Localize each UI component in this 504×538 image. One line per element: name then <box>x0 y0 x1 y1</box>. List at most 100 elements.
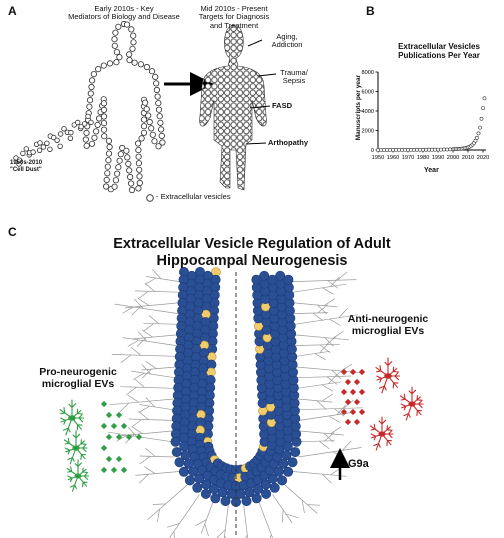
ev-particle <box>100 466 108 474</box>
microglia-cell <box>63 430 88 465</box>
vesicle <box>82 136 89 143</box>
vesicle <box>83 142 90 149</box>
dendrite <box>111 346 176 363</box>
vesicle <box>126 51 133 58</box>
vesicle <box>111 42 118 49</box>
granule-cell <box>200 488 211 499</box>
microglia-process <box>71 417 83 431</box>
ev-particle <box>344 398 352 406</box>
cell-dust-vesicle <box>81 121 88 127</box>
vesicle <box>153 80 160 87</box>
dendrite <box>138 397 174 413</box>
microglia-process <box>77 472 90 480</box>
cell-dust-vesicle <box>85 113 91 120</box>
vesicle <box>135 185 142 192</box>
microglia-process <box>59 407 73 419</box>
dendrite <box>272 494 299 523</box>
dendrite <box>295 336 340 353</box>
vesicle <box>158 132 165 139</box>
ev-particle <box>349 388 357 396</box>
microglia-process <box>387 372 401 381</box>
panel-c-title-line2: Hippocampal Neurogenesis <box>156 253 348 270</box>
ev-particle <box>344 418 352 426</box>
right-figure-title-line2: Targets for Diagnosis <box>198 12 270 22</box>
microglia-process <box>60 417 73 425</box>
granule-cell <box>269 482 280 493</box>
vesicle <box>112 177 120 184</box>
pro-neurogenic-ev-cluster <box>100 400 143 474</box>
ev-particle <box>100 422 108 430</box>
microglia-cell <box>399 386 424 421</box>
dendrite <box>132 329 177 347</box>
vesicle <box>83 129 90 136</box>
right-figure-title: Mid 2010s - Present Targets for Diagnosi… <box>186 4 282 30</box>
vesicle <box>87 90 94 97</box>
vesicle <box>136 179 143 187</box>
microglia-cell <box>369 416 394 451</box>
label-trauma-line2: Sepsis <box>282 76 306 86</box>
microglia-process <box>71 408 84 419</box>
microglia-process <box>75 447 86 460</box>
anti-neurogenic-label: Anti-neurogenic microglial EVs <box>336 313 440 337</box>
microglia-process <box>66 466 79 477</box>
ev-particle <box>353 378 361 386</box>
vesicle <box>105 137 113 144</box>
panel-c-title: Extracellular Vesicle Regulation of Adul… <box>62 236 442 271</box>
vesicle <box>135 153 142 160</box>
vesicle <box>117 151 124 158</box>
chart-xlabel: Year <box>424 167 439 174</box>
vesicle <box>138 135 145 142</box>
vesicle <box>101 133 108 140</box>
vesicle <box>131 59 138 66</box>
vesicle <box>153 86 160 94</box>
microglia-process <box>381 430 394 439</box>
vesicle <box>151 138 158 145</box>
microglia-process <box>63 437 77 449</box>
dendrite <box>296 343 330 361</box>
vesicle <box>103 176 110 183</box>
vesicle <box>123 21 131 28</box>
microglia-process <box>75 444 88 453</box>
y-tick-label: 2000 <box>362 129 374 135</box>
y-tick-label: 0 <box>371 148 374 154</box>
cell-dust-vesicle <box>44 140 50 146</box>
vesicle <box>86 103 93 110</box>
dentate-gyrus-cell-layer <box>170 266 302 507</box>
vesicle <box>90 71 98 78</box>
vesicle <box>104 170 111 177</box>
microglia-process <box>68 399 77 419</box>
microglia-process <box>411 400 424 409</box>
granule-cell <box>259 270 270 281</box>
vesicle <box>105 157 112 164</box>
pro-neurogenic-microglia <box>59 399 90 492</box>
pro-neurogenic-label-line2: microglial EVs <box>41 377 115 390</box>
microglia-process <box>69 475 79 492</box>
vesicle <box>113 48 121 56</box>
anti-neurogenic-label-line2: microglial EVs <box>351 324 425 337</box>
vesicle <box>135 140 142 147</box>
ev-particle <box>115 433 123 441</box>
data-point <box>479 116 484 121</box>
vesicle <box>156 113 163 120</box>
microglia-process <box>387 375 399 389</box>
microglia-process <box>399 393 413 405</box>
dendrite <box>108 426 172 443</box>
vesicle <box>106 60 114 67</box>
dendrite <box>243 505 249 538</box>
vesicle <box>100 106 108 114</box>
panel-b-letter: B <box>366 4 375 18</box>
ev-particle <box>340 408 348 416</box>
vesicle <box>128 186 136 194</box>
vesicle <box>113 59 120 66</box>
y-tick-label: 4000 <box>362 109 374 115</box>
vesicle <box>128 26 135 33</box>
microglia-process <box>74 459 82 477</box>
data-point <box>475 135 479 140</box>
y-tick-label: 6000 <box>362 90 374 96</box>
granule-cell <box>241 496 252 507</box>
vesicle <box>100 62 107 69</box>
granule-cell <box>287 457 298 468</box>
anti-neurogenic-ev-cluster <box>340 368 366 426</box>
microglia-process <box>77 467 89 477</box>
